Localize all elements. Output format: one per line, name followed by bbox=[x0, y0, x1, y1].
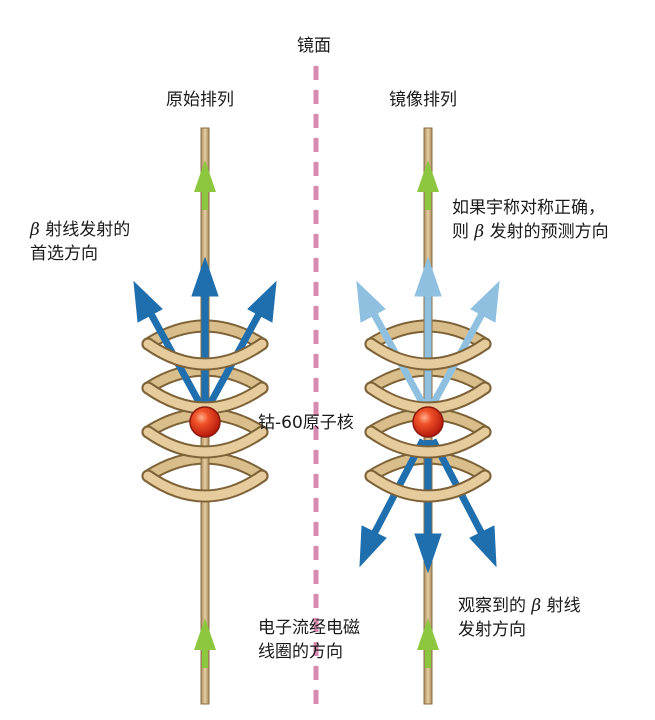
nucleus-right bbox=[412, 406, 444, 438]
predicted-direction-label: 如果宇称对称正确， 则 β 发射的预测方向 bbox=[452, 198, 609, 242]
original-arrangement bbox=[133, 127, 277, 705]
beta-symbol: β bbox=[531, 596, 542, 616]
mirrored-arrangement-label: 镜像排列 bbox=[389, 90, 457, 110]
current-arrow-icon bbox=[194, 618, 216, 668]
observed-direction-label: 观察到的 β 射线 发射方向 bbox=[458, 596, 581, 640]
beta-symbol: β bbox=[474, 222, 485, 242]
original-arrangement-label: 原始排列 bbox=[166, 90, 234, 110]
preferred-direction-label: β 射线发射的 首选方向 bbox=[30, 220, 131, 264]
beta-arrows-predicted bbox=[356, 256, 500, 406]
beta-symbol: β bbox=[30, 220, 40, 240]
mirror-label: 镜面 bbox=[297, 36, 331, 56]
current-arrow-icon bbox=[194, 160, 216, 210]
nucleus-label: 钴-60原子核 bbox=[258, 413, 354, 433]
mirrored-arrangement bbox=[356, 127, 500, 705]
current-arrow-icon bbox=[417, 160, 439, 210]
current-arrow-icon bbox=[417, 618, 439, 668]
nucleus-left bbox=[189, 406, 221, 438]
current-direction-label: 电子流经电磁 线圈的方向 bbox=[258, 618, 360, 662]
beta-arrows-observed bbox=[359, 438, 497, 574]
